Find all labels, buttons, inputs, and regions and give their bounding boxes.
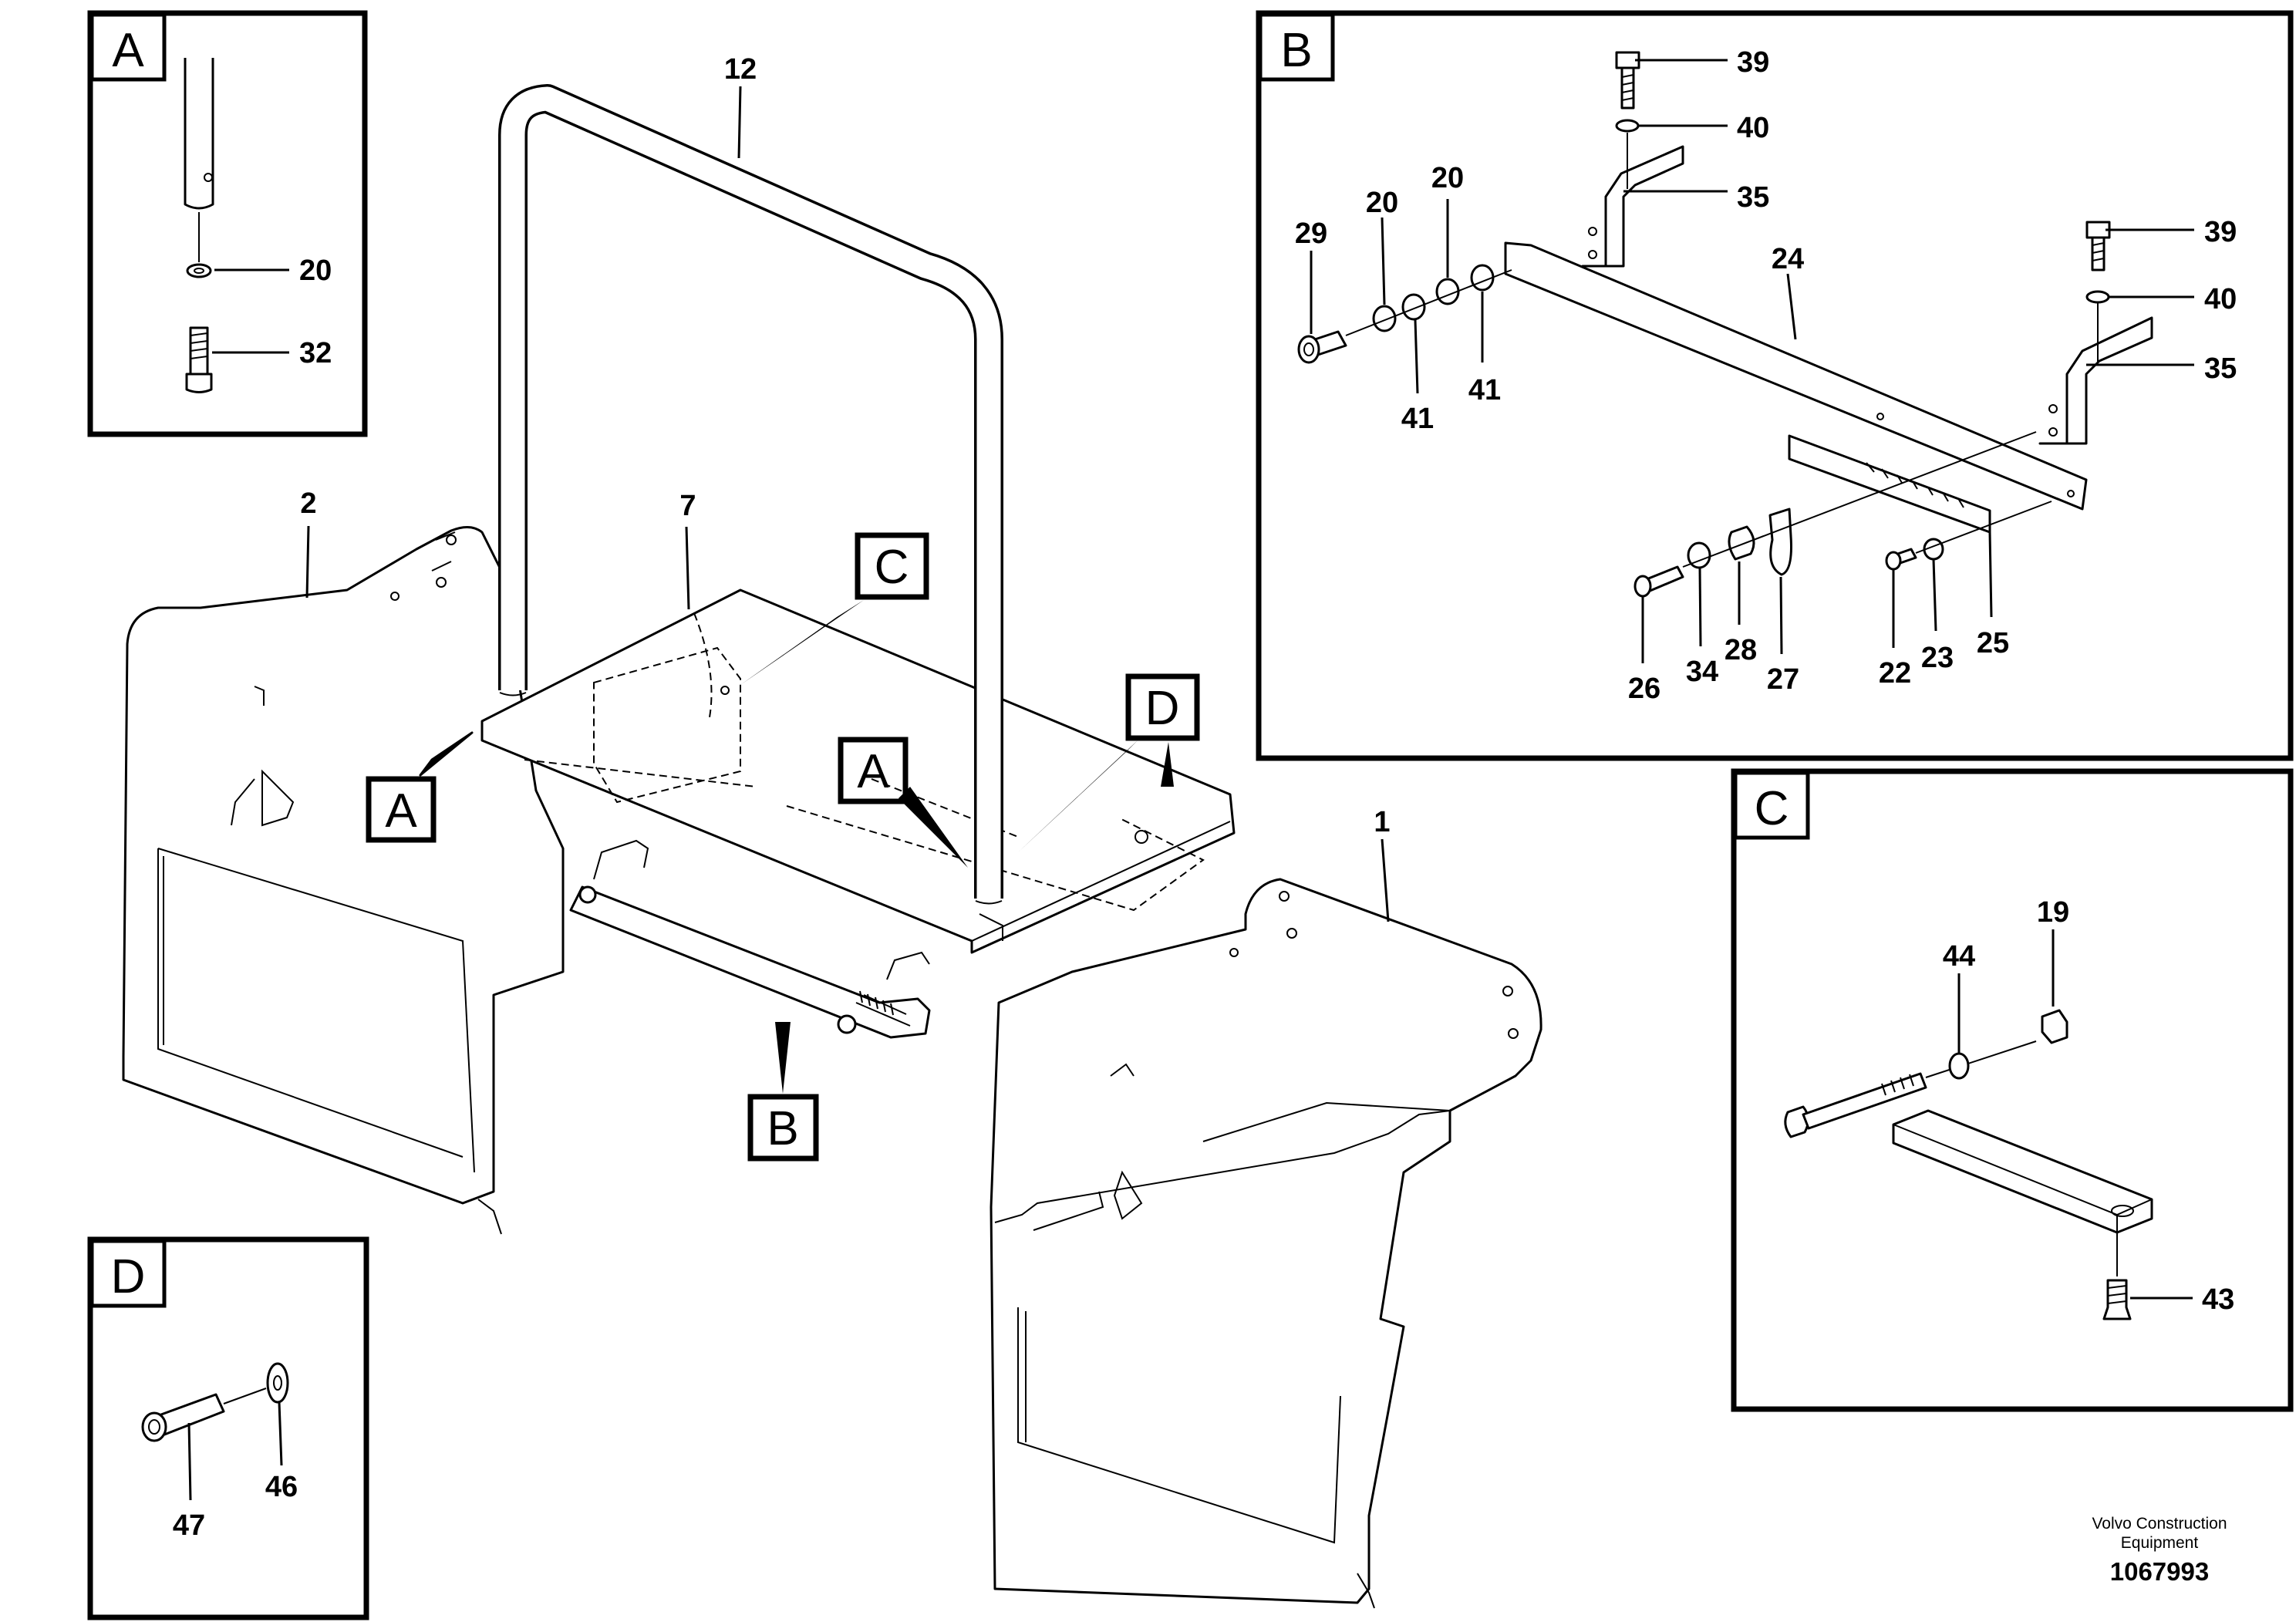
grab-handle bbox=[498, 84, 1003, 905]
side-cover-left bbox=[122, 526, 565, 1235]
panel-b-label-35-right: 35 bbox=[2204, 352, 2237, 385]
ref-box-c: C bbox=[740, 532, 929, 685]
publisher-credit: Volvo Construction Equipment 1067993 bbox=[2092, 1515, 2227, 1586]
panel-b-label-23: 23 bbox=[1921, 642, 1954, 674]
panel-a-label-32: 32 bbox=[299, 337, 332, 369]
credit-line-1: Volvo Construction bbox=[2092, 1515, 2227, 1533]
panel-b-label-41-a: 41 bbox=[1401, 403, 1434, 435]
callout-2: 2 bbox=[300, 487, 316, 520]
panel-b-label-28: 28 bbox=[1725, 634, 1757, 666]
document-number: 1067993 bbox=[2110, 1557, 2209, 1586]
panel-b-label-34: 34 bbox=[1686, 656, 1718, 688]
detail-panel-a: A 20 32 bbox=[87, 10, 368, 437]
ref-box-b-label: B bbox=[767, 1102, 798, 1155]
panel-b-label-40-right: 40 bbox=[2204, 283, 2237, 315]
ref-box-a-right: A bbox=[838, 737, 968, 868]
ref-box-b: B bbox=[747, 1022, 819, 1162]
detail-panel-d: D 47 46 bbox=[87, 1236, 369, 1620]
ref-box-d-label: D bbox=[1145, 682, 1180, 735]
panel-c-title: C bbox=[1755, 782, 1789, 835]
panel-b-label-40-top: 40 bbox=[1737, 112, 1769, 144]
panel-b-label-27: 27 bbox=[1767, 663, 1799, 696]
panel-b-title: B bbox=[1280, 24, 1312, 77]
panel-c-label-19: 19 bbox=[2037, 896, 2069, 929]
panel-b-label-20-a: 20 bbox=[1431, 162, 1464, 194]
detail-panel-c: C 44 19 43 bbox=[1731, 768, 2294, 1412]
panel-d-title: D bbox=[111, 1250, 146, 1303]
panel-c-label-44: 44 bbox=[1943, 940, 1975, 973]
main-assembly: A C A D B 2 7 12 1 bbox=[122, 53, 1542, 1609]
ref-box-a-right-label: A bbox=[857, 745, 889, 798]
panel-d-label-46: 46 bbox=[265, 1471, 298, 1503]
ref-box-c-label: C bbox=[875, 541, 909, 594]
panel-b-label-26: 26 bbox=[1628, 673, 1660, 705]
panel-a-title: A bbox=[112, 24, 144, 77]
panel-b-label-29: 29 bbox=[1295, 218, 1327, 250]
ref-box-d: D bbox=[1018, 673, 1200, 852]
callout-1: 1 bbox=[1374, 806, 1390, 838]
panel-b-label-35-top: 35 bbox=[1737, 181, 1769, 214]
detail-panel-b: B bbox=[1256, 10, 2294, 761]
panel-b-label-25: 25 bbox=[1977, 627, 2009, 659]
panel-b-label-39-right: 39 bbox=[2204, 216, 2237, 248]
panel-d-label-47: 47 bbox=[173, 1509, 205, 1542]
side-cover-right bbox=[990, 878, 1542, 1609]
callout-12: 12 bbox=[724, 53, 757, 86]
panel-a-label-20: 20 bbox=[299, 255, 332, 287]
panel-b-label-41-b: 41 bbox=[1468, 374, 1501, 406]
panel-b-label-22: 22 bbox=[1879, 657, 1911, 690]
panel-b-label-24: 24 bbox=[1772, 243, 1804, 275]
linkage-assembly bbox=[569, 839, 931, 1039]
panel-b-label-20-b: 20 bbox=[1366, 187, 1398, 219]
callout-7: 7 bbox=[679, 490, 696, 522]
panel-c-label-43: 43 bbox=[2202, 1283, 2234, 1316]
ref-box-a-left-label: A bbox=[385, 784, 417, 838]
panel-b-label-39-top: 39 bbox=[1737, 46, 1769, 79]
credit-line-2: Equipment bbox=[2121, 1534, 2199, 1552]
ref-box-a-left: A bbox=[366, 731, 474, 843]
seat-platform bbox=[480, 588, 1236, 954]
